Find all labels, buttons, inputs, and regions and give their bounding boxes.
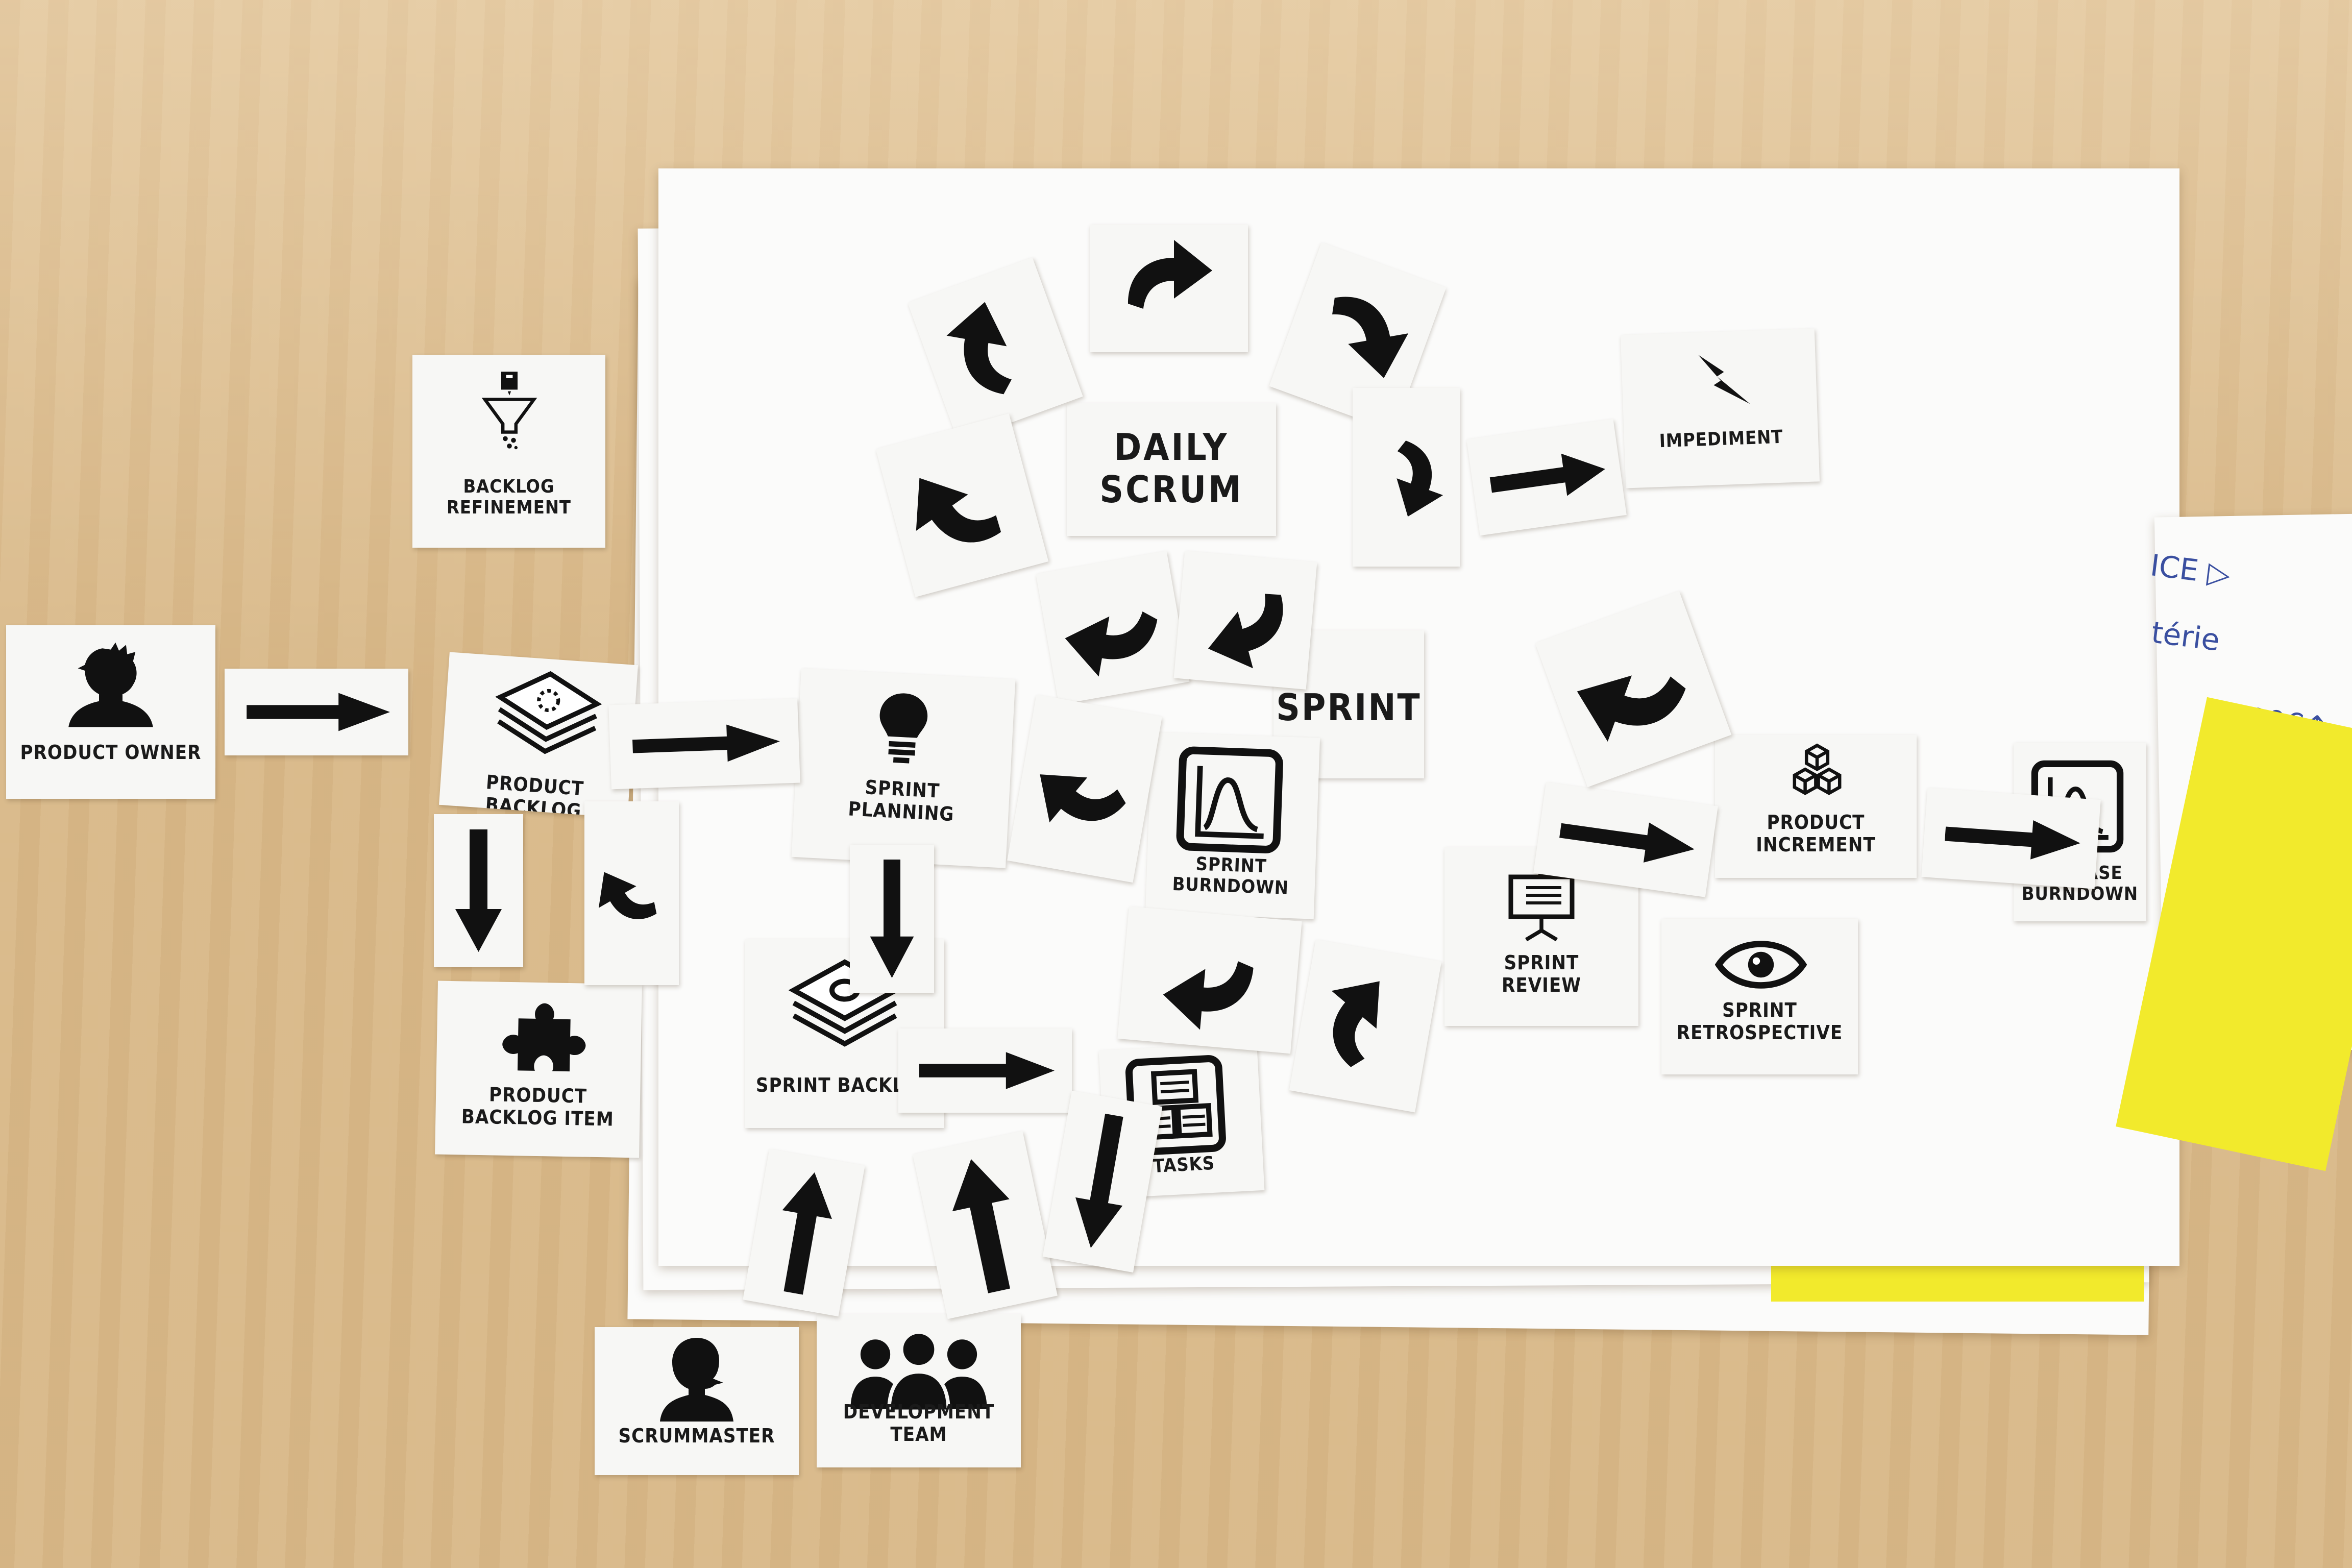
curved-arrow-icon — [1331, 981, 1380, 1067]
arrow-card-right — [1533, 782, 1718, 897]
burndown-chart-icon — [1176, 746, 1283, 853]
lightbulb-icon — [879, 693, 928, 764]
daily-scrum-card: DAILY SCRUM — [1067, 403, 1276, 536]
sprint-burndown-label: SPRINT BURNDOWN — [1172, 853, 1289, 899]
curved-arrow-card — [1535, 591, 1732, 788]
curved-arrow-icon — [598, 872, 657, 919]
curved-arrow-card — [584, 801, 679, 985]
development-team-card: DEVELOPMENT TEAM — [817, 1314, 1021, 1467]
curved-arrow-card — [1036, 551, 1190, 705]
product-increment-card: PRODUCT INCREMENT — [1715, 735, 1917, 878]
person-icon — [68, 642, 153, 727]
development-team-label: DEVELOPMENT TEAM — [843, 1401, 995, 1446]
lightning-icon — [1698, 355, 1750, 404]
curved-arrow-card — [908, 257, 1083, 442]
arrow-down-icon — [870, 860, 914, 978]
backlog-refinement-label: BACKLOG REFINEMENT — [446, 476, 572, 519]
curved-arrow-card — [875, 413, 1049, 597]
curved-arrow-card — [1117, 906, 1302, 1054]
curved-arrow-icon — [1065, 611, 1158, 677]
impediment-card: IMPEDIMENT — [1620, 328, 1820, 488]
curved-arrow-icon — [946, 302, 1012, 395]
presentation-board-icon — [1508, 869, 1575, 942]
curved-arrow-card — [1007, 694, 1162, 883]
curved-arrow-card — [1353, 388, 1460, 567]
arrow-right-icon — [1489, 453, 1605, 496]
arrow-right-icon — [1559, 822, 1695, 863]
sprint-retrospective-card: SPRINT RETROSPECTIVE — [1661, 919, 1858, 1074]
stack-icon — [495, 671, 602, 754]
arrow-down-icon — [1075, 1113, 1123, 1248]
arrow-card-up — [913, 1131, 1058, 1319]
note-line-2: térie — [2149, 615, 2222, 658]
arrow-right-icon — [919, 1052, 1055, 1089]
curved-arrow-card — [1269, 242, 1447, 432]
daily-scrum-label: DAILY SCRUM — [1099, 426, 1243, 511]
arrow-card-down — [434, 814, 523, 967]
arrow-card-right — [608, 698, 800, 790]
arrow-card-right — [1921, 788, 2101, 889]
arrow-card-down — [1042, 1090, 1163, 1273]
sprint-retrospective-label: SPRINT RETROSPECTIVE — [1676, 999, 1843, 1044]
eye-icon — [1715, 941, 1807, 989]
product-backlog-card: PRODUCT BACKLOG — [438, 652, 639, 818]
curved-arrow-icon — [1208, 594, 1283, 669]
arrow-right-icon — [247, 693, 390, 731]
sprint-planning-label: SPRINT PLANNING — [847, 776, 955, 825]
arrow-up-icon — [952, 1159, 1010, 1293]
curved-arrow-icon — [1128, 240, 1212, 309]
arrow-down-icon — [455, 829, 502, 952]
sprint-planning-card: SPRINT PLANNING — [791, 668, 1016, 868]
person-female-icon — [660, 1338, 733, 1422]
scrummaster-card: SCRUMMASTER — [595, 1327, 799, 1475]
backlog-refinement-card: BACKLOG REFINEMENT — [412, 355, 605, 548]
sprint-review-label: SPRINT REVIEW — [1502, 951, 1581, 996]
team-icon — [850, 1330, 987, 1413]
curved-arrow-card — [1090, 225, 1248, 352]
impediment-label: IMPEDIMENT — [1659, 426, 1784, 452]
curved-arrow-icon — [1040, 774, 1126, 823]
cubes-icon — [1793, 743, 1842, 795]
note-line-1: ICE ▷ — [2148, 548, 2233, 592]
arrow-card-up — [743, 1148, 865, 1317]
product-backlog-item-card: PRODUCT BACKLOG ITEM — [435, 981, 642, 1158]
product-increment-label: PRODUCT INCREMENT — [1756, 811, 1876, 856]
curved-arrow-card — [1173, 551, 1317, 690]
arrow-card-down — [850, 845, 934, 993]
curved-arrow-icon — [916, 478, 1001, 543]
curved-arrow-icon — [1332, 297, 1409, 378]
scrummaster-label: SCRUMMASTER — [618, 1425, 775, 1447]
arrow-card-right — [225, 669, 408, 755]
arrow-card-right — [898, 1028, 1072, 1113]
puzzle-piece-icon — [502, 1003, 586, 1072]
curved-arrow-icon — [1577, 675, 1686, 742]
arrow-card-right — [1466, 419, 1627, 536]
curved-arrow-card — [1289, 939, 1442, 1113]
product-owner-card: PRODUCT OWNER — [6, 625, 215, 799]
curved-arrow-icon — [1396, 440, 1443, 517]
arrow-right-icon — [1945, 820, 2080, 860]
curved-arrow-icon — [1163, 961, 1254, 1030]
sprint-label: SPRINT — [1276, 686, 1422, 729]
arrow-right-icon — [632, 724, 780, 762]
arrow-up-icon — [782, 1172, 832, 1295]
funnel-icon — [481, 372, 537, 450]
product-backlog-item-label: PRODUCT BACKLOG ITEM — [461, 1083, 615, 1131]
product-owner-label: PRODUCT OWNER — [20, 741, 202, 764]
sprint-burndown-card: SPRINT BURNDOWN — [1145, 732, 1320, 919]
